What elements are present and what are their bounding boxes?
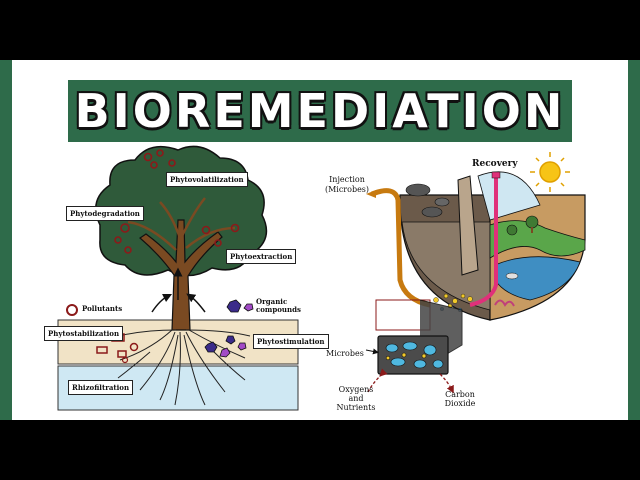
label-phytodegradation: Phytodegradation bbox=[66, 206, 144, 221]
label-phytostabilization: Phytostabilization bbox=[44, 326, 124, 341]
label-injection: Injection (Microbes) bbox=[324, 175, 370, 194]
label-recovery: Recovery bbox=[472, 159, 518, 169]
recovery-pipe bbox=[469, 176, 498, 307]
microbe-zoom-panel bbox=[377, 335, 449, 375]
letterbox-bottom bbox=[0, 420, 640, 480]
sun-icon bbox=[530, 152, 570, 192]
side-border-left bbox=[0, 60, 12, 420]
label-oxygens-nutrients: Oxygens and Nutrients bbox=[336, 385, 376, 412]
label-phytoextraction: Phytoextraction bbox=[226, 249, 297, 264]
label-carbon-dioxide: Carbon Dioxide bbox=[444, 390, 476, 408]
soil-pollutants bbox=[66, 304, 139, 364]
legend-organic-compounds: Organic compounds bbox=[256, 297, 301, 314]
label-rhizofiltration: Rhizofiltration bbox=[68, 380, 134, 395]
label-phytovolatilization: Phytovolatilization bbox=[166, 172, 248, 187]
page-title: BIOREMEDIATION bbox=[74, 84, 566, 138]
title-banner bbox=[68, 80, 572, 142]
pollutant-markers-tree bbox=[114, 149, 240, 254]
side-border-right bbox=[628, 60, 640, 420]
microbe-cells bbox=[385, 341, 444, 369]
label-microbes: Microbes bbox=[326, 349, 364, 358]
label-phytostimulation: Phytostimulation bbox=[253, 334, 329, 349]
tree-roots bbox=[109, 329, 251, 406]
letterbox-top bbox=[0, 0, 640, 60]
legend-pollutants: Pollutants bbox=[82, 304, 123, 313]
earth-section bbox=[399, 171, 586, 321]
organic-compounds bbox=[204, 299, 254, 358]
